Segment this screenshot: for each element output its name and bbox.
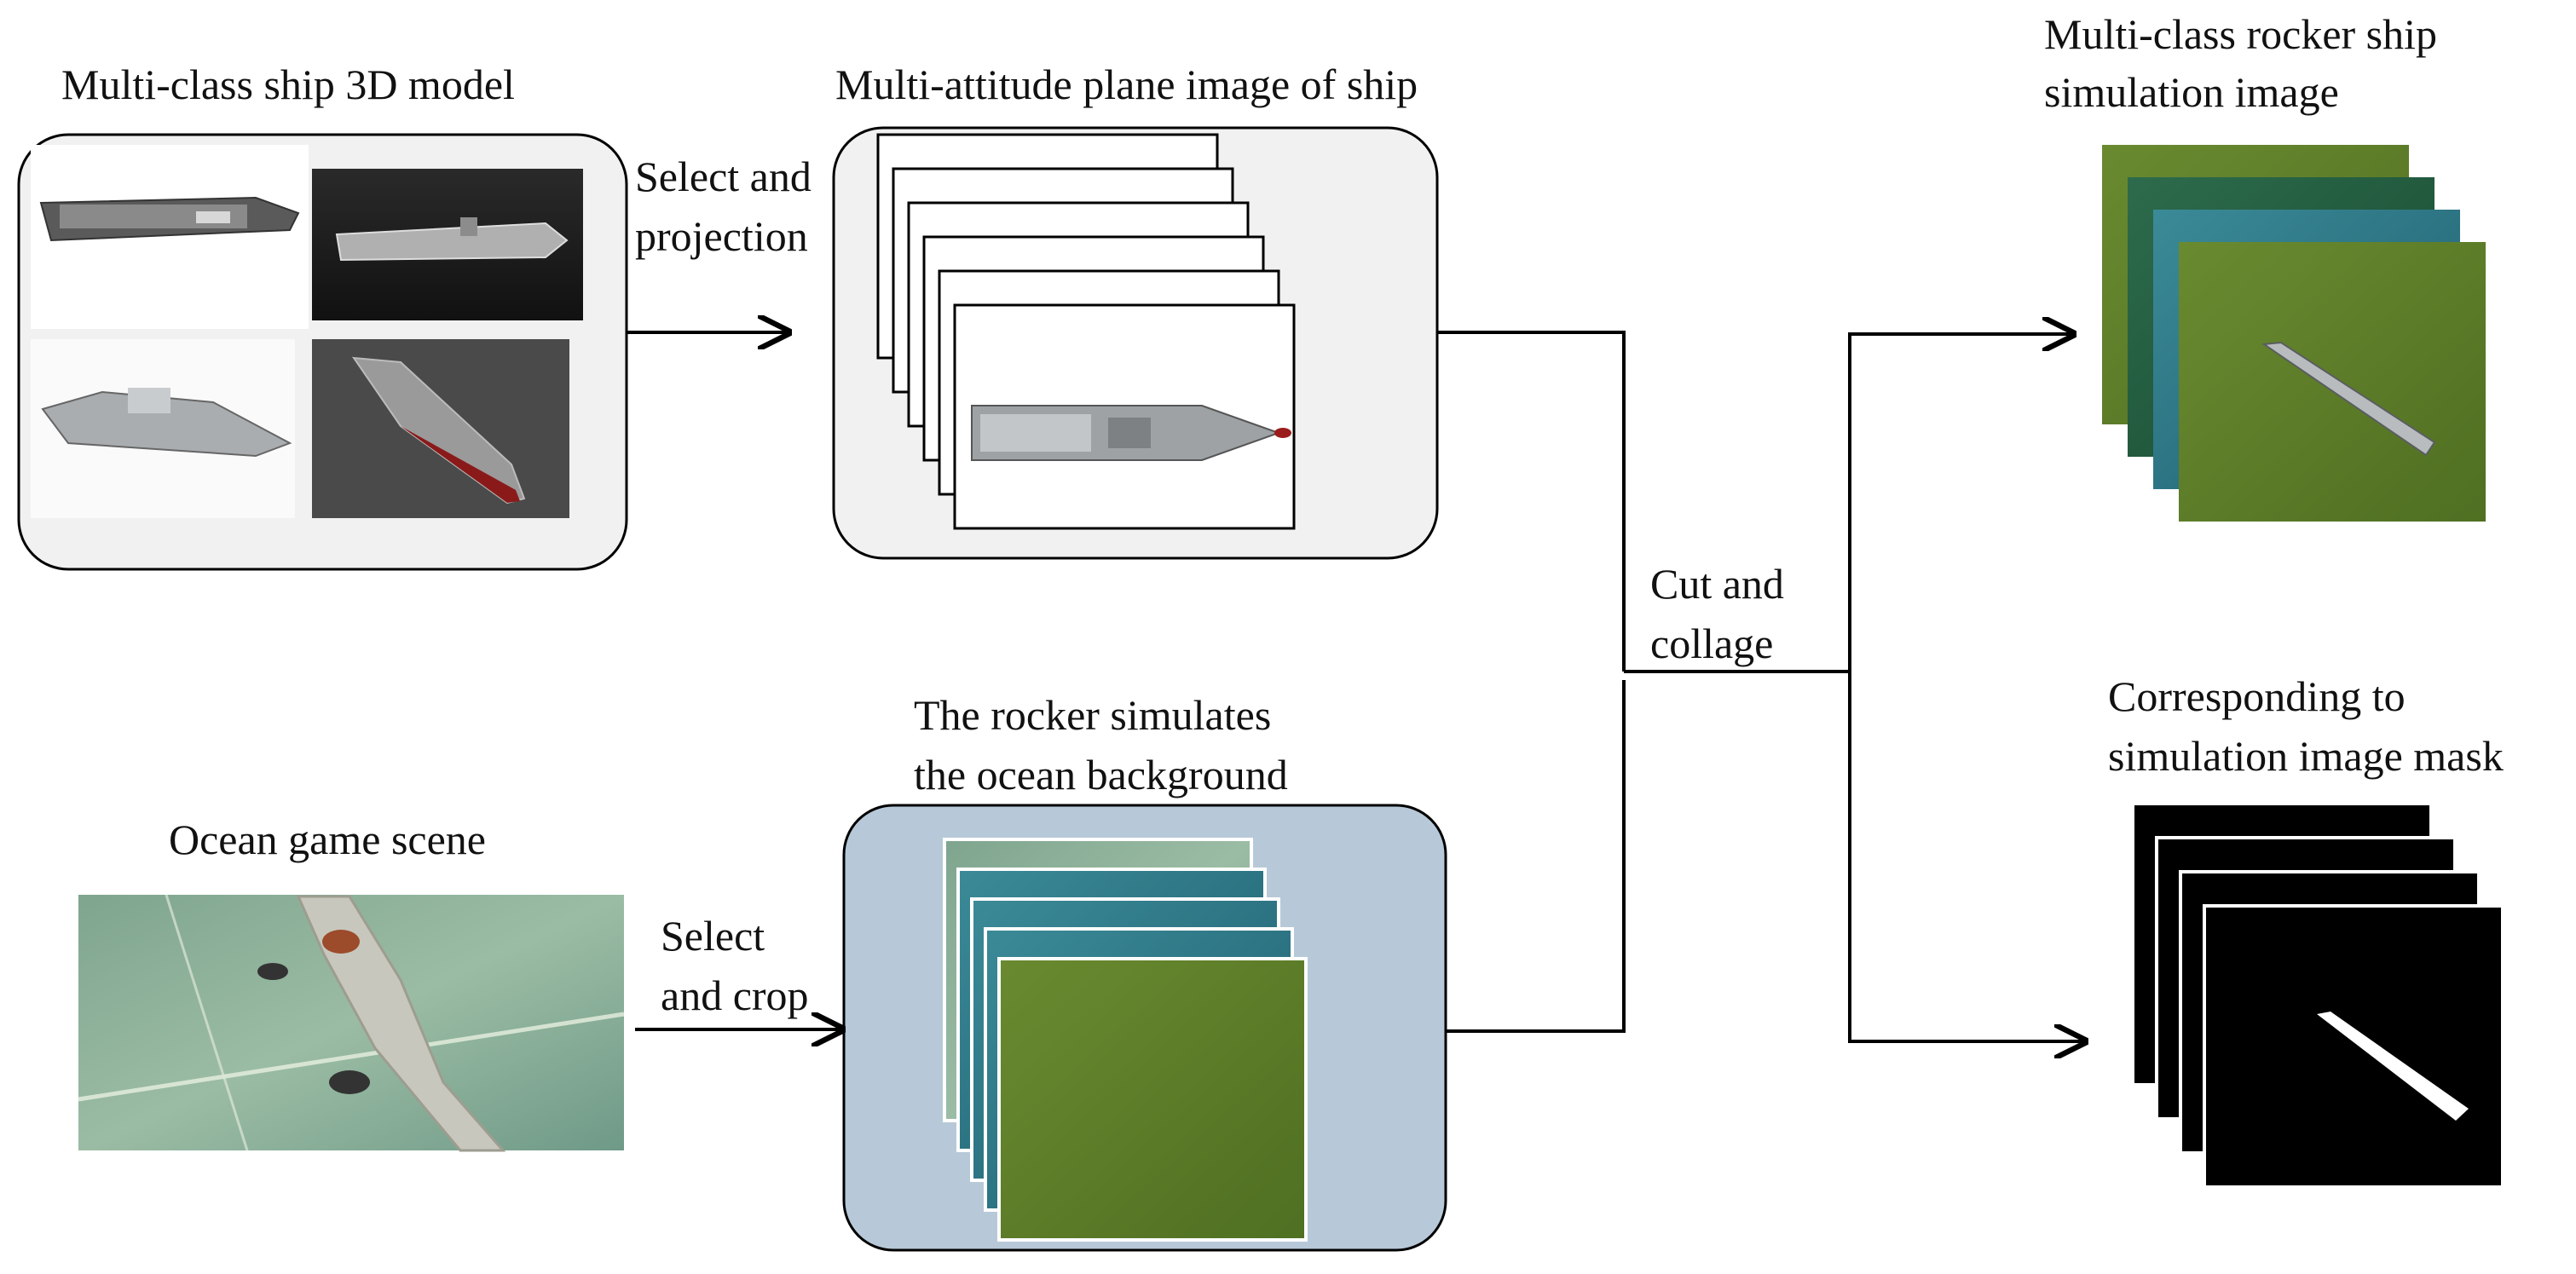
simulation-title-2: simulation image [2044, 68, 2339, 116]
mask-title-2: simulation image mask [2108, 732, 2504, 780]
plane-image-card [953, 303, 1296, 530]
ocean-background-title-2: the ocean background [914, 751, 1288, 798]
cut-collage-label-1: Cut and [1650, 560, 1784, 608]
ocean-background-title-1: The rocker simulates [914, 691, 1272, 739]
line-plane-to-merge [1437, 331, 1626, 672]
simulated-ship [2261, 341, 2436, 457]
plane-image-stack [876, 133, 1296, 530]
simulation-image-stack [2102, 145, 2486, 522]
plane-image-panel [832, 126, 1439, 560]
ocean-game-scene [78, 894, 625, 1152]
model-thumb-destroyer [312, 339, 569, 518]
mask-image-stack [2131, 802, 2504, 1189]
ocean-background-card [997, 957, 1308, 1242]
select-projection-label-1: Select and [635, 153, 811, 200]
model-thumb-carrier-top [31, 145, 309, 329]
line-ocean-to-merge [1446, 680, 1626, 1033]
select-projection-label-2: projection [635, 212, 808, 260]
mask-image-card [2203, 904, 2504, 1189]
model-thumb-carrier-dark [312, 169, 583, 320]
ocean-background-stack [943, 838, 1308, 1242]
ocean-scene-title: Ocean game scene [169, 816, 486, 863]
connectors [627, 332, 2085, 1041]
simulation-title-1: Multi-class rocker ship [2044, 10, 2438, 58]
arrow-to-simulation [1848, 334, 2073, 672]
select-crop-label-2: and crop [661, 971, 809, 1019]
cut-collage-label-2: collage [1650, 620, 1774, 667]
plane-panel-title: Multi-attitude plane image of ship [835, 61, 1418, 108]
ocean-background-panel [842, 804, 1447, 1252]
mask-title-1: Corresponding to [2108, 672, 2406, 720]
ship-model-panel [17, 133, 628, 571]
model-panel-title: Multi-class ship 3D model [61, 61, 515, 108]
arrow-to-mask [1848, 672, 2085, 1041]
ship-mask [2317, 1012, 2469, 1121]
model-thumb-frigate [31, 339, 295, 518]
select-crop-label-1: Select [661, 912, 765, 960]
